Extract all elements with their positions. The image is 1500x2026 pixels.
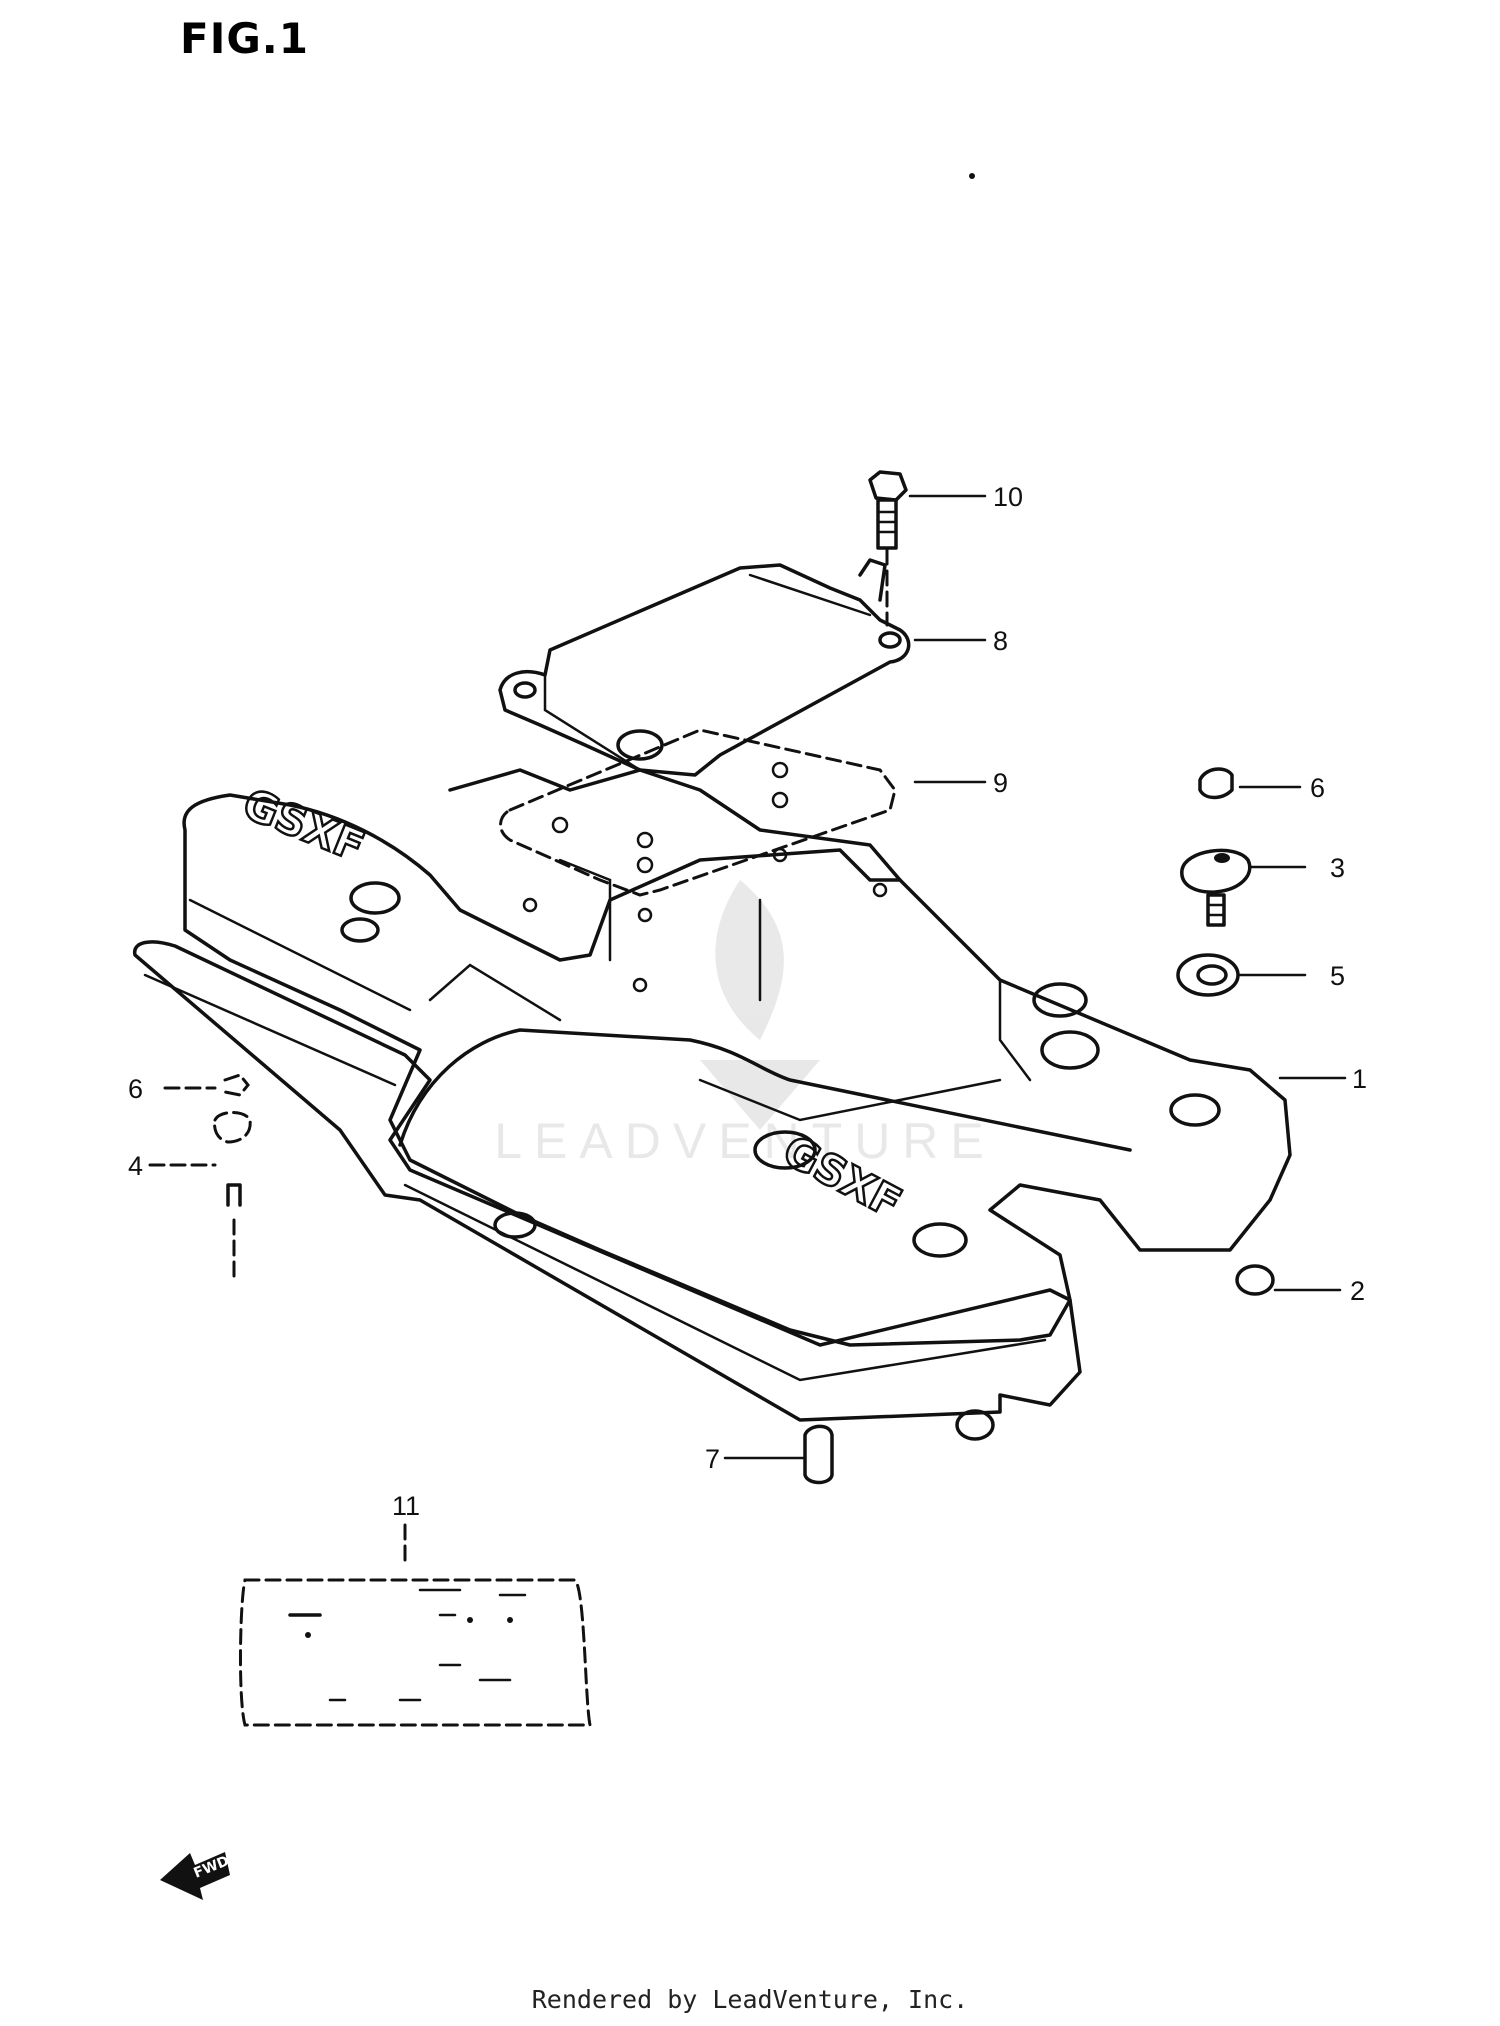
breather-gasket bbox=[499, 728, 897, 897]
bolt-part-10 bbox=[868, 470, 908, 627]
callout-8: 8 bbox=[993, 626, 1008, 656]
caution-label-part-11 bbox=[238, 1523, 592, 1727]
breather-plate bbox=[498, 563, 911, 777]
callout-10: 10 bbox=[993, 482, 1023, 512]
callout-11: 11 bbox=[392, 1491, 420, 1521]
forward-direction-arrow: FWD bbox=[160, 1852, 231, 1900]
callout-3: 3 bbox=[1330, 853, 1345, 883]
callout-9: 9 bbox=[993, 768, 1008, 798]
render-credit: Rendered by LeadVenture, Inc. bbox=[531, 1985, 969, 2014]
figure-title: FIG.1 bbox=[180, 14, 309, 63]
svg-text:GSXF: GSXF bbox=[236, 779, 371, 872]
bolt-part-4 bbox=[213, 1111, 252, 1282]
callout-7: 7 bbox=[705, 1444, 720, 1474]
leader-lines bbox=[148, 494, 1347, 1460]
cylinder-head-cover-gasket bbox=[133, 940, 1082, 1422]
plug-part-7-bump bbox=[955, 1409, 995, 1441]
callout-5: 5 bbox=[1330, 961, 1345, 991]
callout-4: 4 bbox=[128, 1151, 143, 1181]
plug-part-7 bbox=[803, 1424, 834, 1485]
washer-part-5 bbox=[1176, 953, 1240, 997]
callout-6-left: 6 bbox=[128, 1074, 143, 1104]
cylinder-head-cover: GSXF GSXF bbox=[182, 768, 1292, 1347]
watermark-text: LEADVENTURE bbox=[494, 1113, 996, 1169]
cap-nut-part-6 bbox=[1198, 767, 1234, 800]
bolt-part-3 bbox=[1180, 848, 1252, 927]
cap-nut-part-6-left bbox=[223, 1073, 250, 1097]
callout-6: 6 bbox=[1310, 773, 1325, 803]
callout-2: 2 bbox=[1350, 1276, 1365, 1306]
plug-part-2 bbox=[1235, 1264, 1275, 1296]
leadventure-watermark: LEADVENTURE bbox=[494, 880, 996, 1169]
callout-1: 1 bbox=[1352, 1064, 1367, 1094]
